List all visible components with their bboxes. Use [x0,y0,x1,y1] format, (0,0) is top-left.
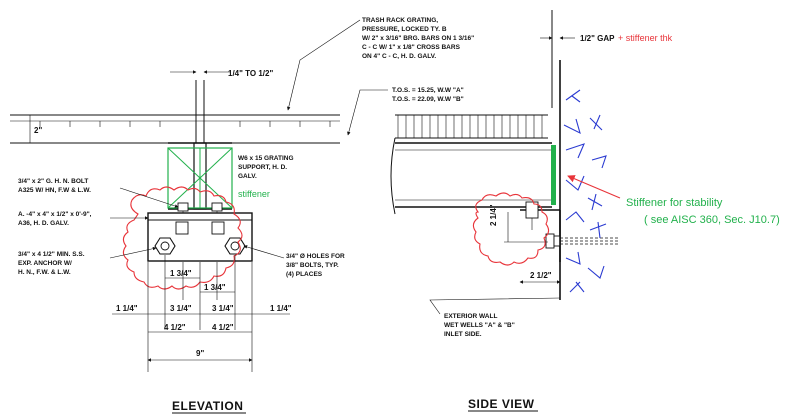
concrete-hatch-markup [563,89,607,293]
dim-right-1-1-4: 1 1/4" [270,304,292,313]
revision-cloud-side [472,192,550,266]
dim-3-1-4-a: 3 1/4" [170,304,192,313]
side-grating [395,114,548,139]
wall-note-line-2: WET WELLS "A" & "B" [444,322,515,329]
anchor-note-line-2: EXP. ANCHOR W/ [18,260,72,267]
dim-1-3-4-b: 1 3/4" [204,283,226,292]
dim-4-1-2-b: 4 1/2" [212,323,234,332]
dim-left-1-1-4: 1 1/4" [116,304,138,313]
stiffener-plate [551,145,556,205]
anchor-note-leader [109,246,157,259]
stiffener-label: stiffener [238,189,270,199]
tos-a-label: T.O.S. = 15.25, W.W "A" [392,87,464,94]
support-note-line-1: W6 x 15 GRATING [238,155,294,162]
extension-lines [147,255,253,372]
stability-note-line-1: Stiffener for stability [626,197,723,209]
side-break-line [390,137,396,215]
elevation-title: ELEVATION [172,399,243,413]
gap-label: 1/2" GAP [580,34,615,43]
wall-note-leader [429,297,561,315]
trash-rack-note-1: TRASH RACK GRATING, [362,17,438,24]
holes-note-line-2: 3/8" BOLTS, TYP. [286,262,339,269]
angle-bolts [175,221,225,235]
trash-rack-leader [286,19,361,111]
gap-dim-label: 1/4" TO 1/2" [228,69,273,78]
support-note-line-2: SUPPORT, H. D. [238,164,287,171]
holes-note-leader [243,245,285,259]
side-view-title: SIDE VIEW [468,397,535,411]
side-view: TRASH RACK GRATING, PRESSURE, LOCKED TY.… [286,10,780,412]
elevation-view: 1/4" TO 1/2" 2" stiffener W6 x 15 GRATIN… [10,69,345,414]
dim-4-1-2-a: 4 1/2" [164,323,186,332]
dim-1-3-4-a: 1 3/4" [170,269,192,278]
bolt-note-line-1: 3/4" x 2" G. H. N. BOLT [18,178,88,185]
trash-rack-note-5: ON 4" C - C, H. D. GALV. [362,53,436,60]
anchor-note-line-3: H. N., F.W. & L.W. [18,269,71,276]
wall-note-line-1: EXTERIOR WALL [444,313,497,320]
dim-total: 9" [196,349,204,358]
grating-depth-label: 2" [34,126,42,135]
dim-2-1-4: 2 1/4" [489,204,498,226]
stability-note-line-2: ( see AISC 360, Sec. J10.7) [644,214,780,226]
stiffener-thk-note: + stiffener thk [618,33,673,43]
holes-note-line-3: (4) PLACES [286,271,323,278]
anchor-bolt-right [224,237,246,255]
anchor-note-line-1: 3/4" x 4 1/2" MIN. S.S. [18,251,85,258]
wall-note-line-3: INLET SIDE. [444,331,482,338]
holes-note-line-1: 3/4" Ø HOLES FOR [286,253,345,260]
trash-rack-note-2: PRESSURE, LOCKED TY. B [362,26,447,33]
side-anchor-nut [545,233,555,249]
trash-rack-note-3: W/ 2" x 3/16" BRG. BARS ON 1 3/16" [362,35,474,42]
stiffener-markup: stiffener [167,147,270,209]
support-note-line-3: GALV. [238,173,257,180]
tos-leader [347,89,388,136]
revision-cloud-elevation [122,186,243,290]
dim-2-1-2: 2 1/2" [530,271,552,280]
anchor-bolt-left [154,237,176,255]
stability-note-arrow [567,175,621,199]
tos-b-label: T.O.S. = 22.09, W.W "B" [392,96,464,103]
grating-bar-ticks [39,121,331,127]
bolt-note-leader [119,187,179,208]
side-anchor-washer [553,235,561,247]
angle-note-line-1: A. -4" x 4" x 1/2" x 0'-9", [18,211,92,218]
angle-note-line-2: A36, H. D. GALV. [18,220,69,227]
bolt-note-line-2: A325 W/ HN, F.W & L.W. [18,187,91,194]
grating-support-note: W6 x 15 GRATING SUPPORT, H. D. GALV. [238,155,294,180]
trash-rack-note-4: C - C W/ 1" x 1/8" CROSS BARS [362,44,461,51]
dim-3-1-4-b: 3 1/4" [212,304,234,313]
